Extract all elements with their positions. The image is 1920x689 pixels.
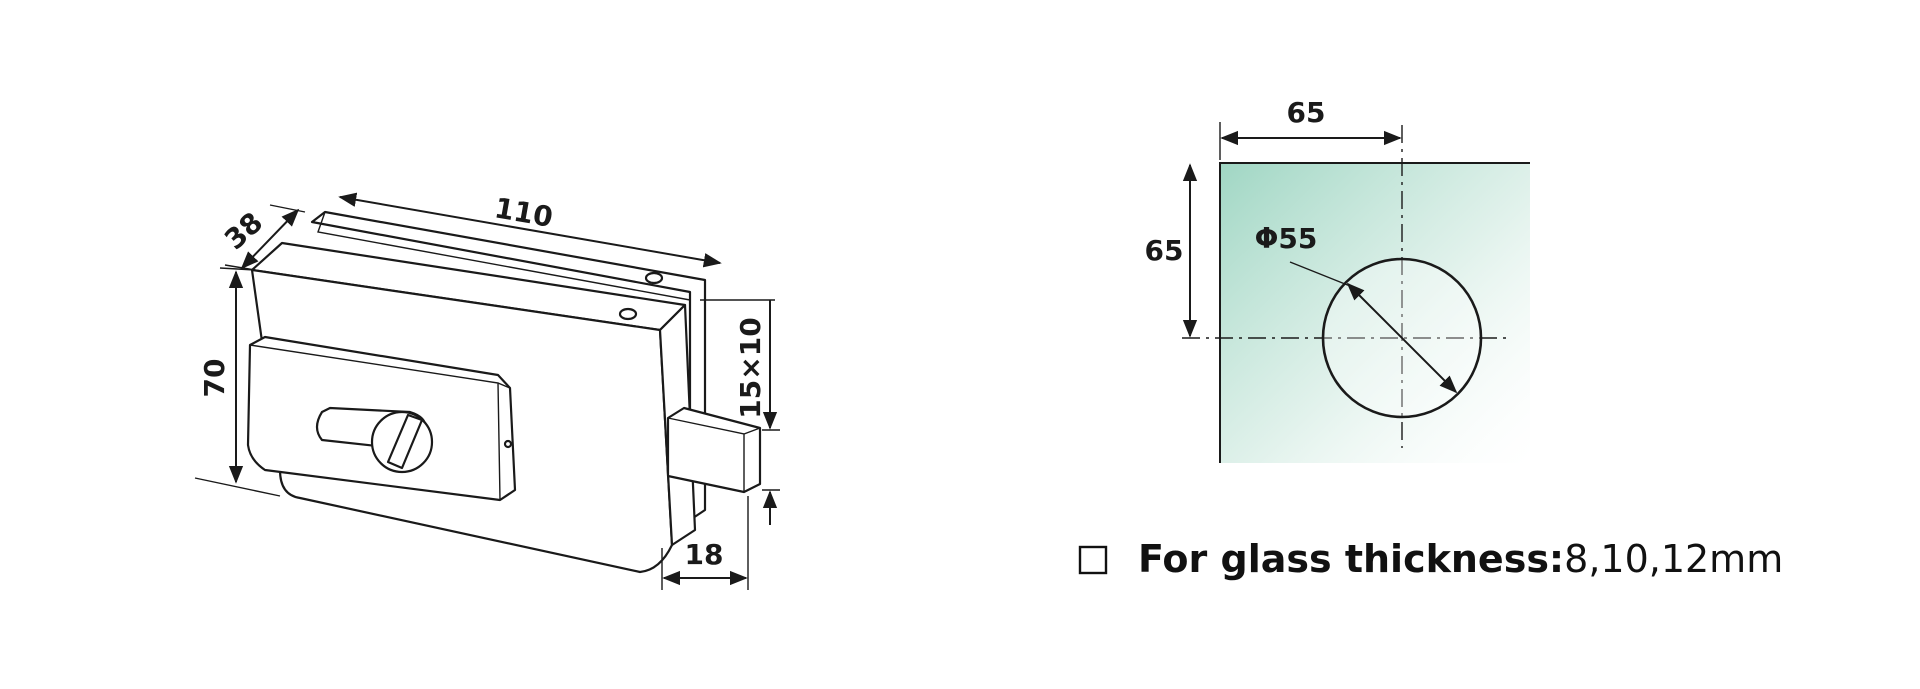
lock-bolt xyxy=(666,406,762,494)
dim-bolt-throw-label: 18 xyxy=(685,538,724,571)
top-screw-icon xyxy=(618,307,638,321)
spec-caption: For glass thickness:8,10,12mm xyxy=(1078,537,1783,581)
dim-length-label: 110 xyxy=(492,191,555,234)
dim-hole-diameter-label: Φ55 xyxy=(1255,222,1318,255)
lock-isometric-view: 38 110 70 15×10 18 xyxy=(194,191,780,590)
spec-value: 8,10,12mm xyxy=(1564,537,1783,581)
dim-height-label: 70 xyxy=(198,359,231,398)
thumb-turn-icon xyxy=(370,410,434,474)
spec-label: For glass thickness: xyxy=(1138,537,1564,581)
glass-hole-view: Φ55 65 65 xyxy=(1145,96,1530,463)
svg-text:For glass thickness:8,10,12mm: For glass thickness:8,10,12mm xyxy=(1138,537,1783,581)
pin-hole-icon xyxy=(503,439,513,449)
dim-hole-x-label: 65 xyxy=(1287,96,1326,129)
glass-panel-edge xyxy=(1219,162,1530,463)
dim-bolt-section-label: 15×10 xyxy=(734,317,767,418)
lock-cover-plate-edge xyxy=(249,344,511,501)
back-screw-icon xyxy=(644,271,664,285)
dim-hole-y-label: 65 xyxy=(1145,234,1184,267)
checkbox-square-icon xyxy=(1078,545,1108,575)
